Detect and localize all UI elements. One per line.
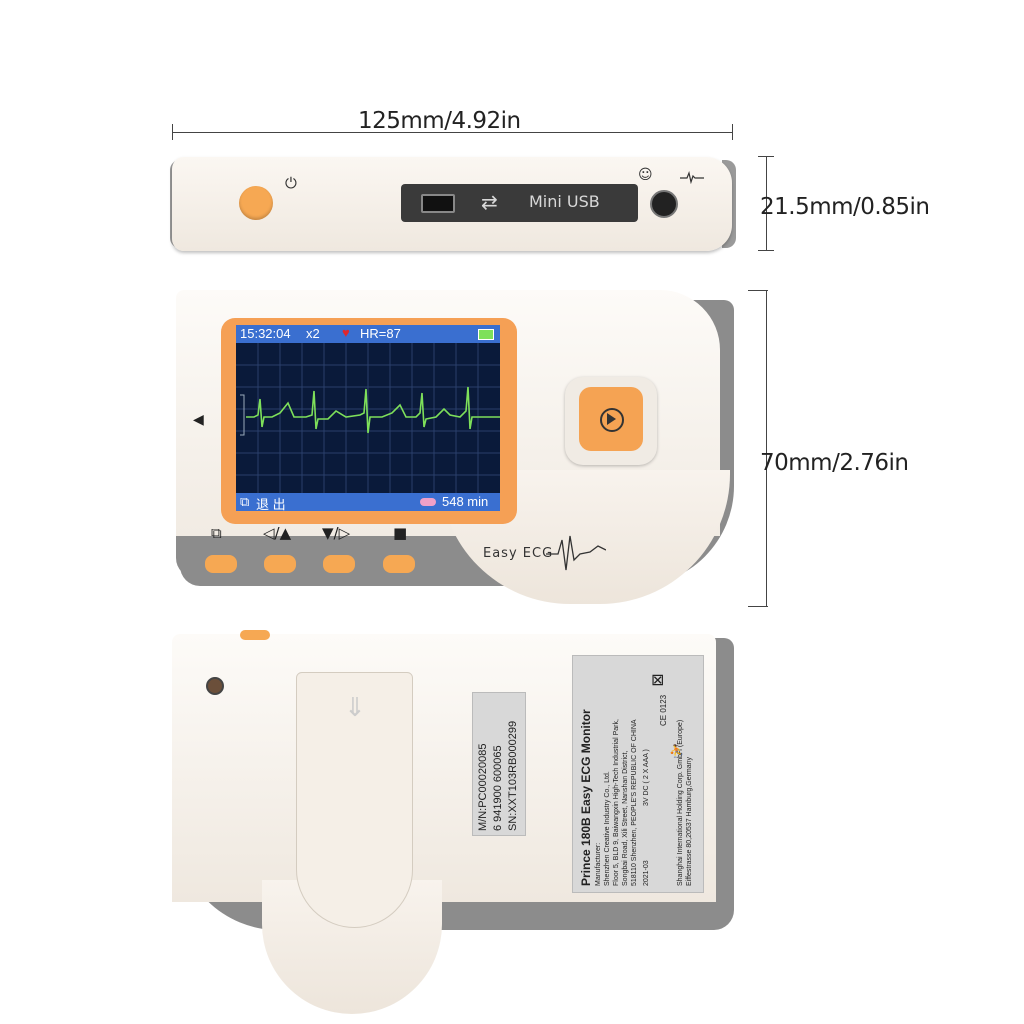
side-pointer-icon: ◀ bbox=[193, 412, 204, 428]
ecg-logo-icon bbox=[546, 535, 606, 571]
eu-rep-line-2: Eiffestrasse 80,20537 Hamburg,Germany bbox=[686, 756, 693, 886]
power-icon: ⏻ bbox=[285, 174, 297, 192]
width-dimension-line bbox=[172, 132, 732, 133]
width-dimension-label: 125mm/4.92in bbox=[358, 108, 521, 134]
screen-heart-rate: HR=87 bbox=[360, 326, 401, 341]
battery-icon bbox=[478, 329, 494, 340]
height-dimension-label: 70mm/2.76in bbox=[760, 450, 909, 476]
model-number: M/N:PC00020085 bbox=[477, 743, 489, 831]
manufacturer-title: Manufacturer: bbox=[595, 842, 602, 886]
power-button[interactable] bbox=[239, 186, 273, 220]
screen-remaining-time: 548 min bbox=[442, 494, 489, 509]
usb-port-panel: ⇄ Mini USB bbox=[401, 184, 638, 222]
lead-cable-jack[interactable] bbox=[650, 190, 678, 218]
battery-cover[interactable]: ⇓ bbox=[296, 672, 413, 928]
key-label-down: ▼/▷ bbox=[322, 524, 351, 542]
power-spec: 3V DC ( 2 X AAA ) bbox=[643, 749, 650, 806]
weee-bin-icon: ⊠ bbox=[651, 670, 665, 689]
up-key[interactable] bbox=[264, 555, 296, 573]
address-line-2: Songbai Road, Xili Street, Nanshan Distr… bbox=[622, 750, 629, 886]
screen-bottom-bar: ⧉ 退 出 548 min bbox=[236, 493, 500, 511]
data-transfer-icon: ⇄ bbox=[481, 190, 498, 214]
spec-label: Prince 180B Easy ECG Monitor Manufacture… bbox=[572, 655, 704, 893]
key-label-menu: ⧉ bbox=[211, 524, 222, 542]
play-icon bbox=[607, 413, 616, 425]
screen-gain: x2 bbox=[306, 326, 320, 341]
screen-top-bar: 15:32:04 x2 ♥ HR=87 bbox=[236, 325, 500, 343]
slide-down-arrow-icon: ⇓ bbox=[344, 693, 366, 723]
key-label-stop: ■ bbox=[393, 524, 408, 542]
screw-icon bbox=[206, 677, 224, 695]
thickness-dimension-line bbox=[766, 156, 767, 250]
key-label-up: ◁/▲ bbox=[263, 524, 292, 542]
serial-number: SN:XXT103RB000299 bbox=[507, 720, 519, 831]
down-key[interactable] bbox=[323, 555, 355, 573]
person-icon: ☺ bbox=[638, 167, 653, 183]
stop-key[interactable] bbox=[383, 555, 415, 573]
barcode-digits: 6 941900 600065 bbox=[492, 745, 504, 831]
play-ring-icon bbox=[600, 408, 624, 432]
screen-time: 15:32:04 bbox=[240, 326, 291, 341]
ce-mark: CE 0123 bbox=[659, 694, 668, 726]
manufacture-date: 2021-03 bbox=[643, 860, 650, 886]
ecg-grid-and-trace bbox=[236, 343, 500, 493]
mini-usb-port[interactable] bbox=[421, 194, 455, 213]
heart-icon: ♥ bbox=[342, 325, 350, 340]
ecg-wave-icon bbox=[680, 170, 704, 184]
address-line-3: 518110 Shenzhen, PEOPLE'S REPUBLIC OF CH… bbox=[631, 719, 638, 886]
play-button[interactable] bbox=[579, 387, 643, 451]
body-floating-icon: ⛹ bbox=[669, 744, 684, 758]
ecg-screen: 15:32:04 x2 ♥ HR=87 ⧉ 退 出 bbox=[236, 325, 500, 511]
address-line-1: Floor 5, BLD 9, Baiwangxin High-Tech Ind… bbox=[613, 719, 620, 886]
exit-icon: ⧉ bbox=[240, 494, 250, 509]
height-dimension-line bbox=[766, 290, 767, 606]
brand-label: Easy ECG bbox=[483, 546, 554, 561]
serial-number-label: M/N:PC00020085 6 941900 600065 SN:XXT103… bbox=[472, 692, 526, 836]
screen-exit-label: 退 出 bbox=[256, 497, 286, 511]
product-name: Prince 180B Easy ECG Monitor bbox=[579, 709, 593, 886]
thickness-dimension-label: 21.5mm/0.85in bbox=[760, 194, 930, 220]
battery-pill-icon bbox=[420, 498, 436, 506]
menu-key[interactable] bbox=[205, 555, 237, 573]
usb-port-label: Mini USB bbox=[529, 192, 600, 211]
manufacturer-name: Shenzhen Creative Industry Co., Ltd. bbox=[604, 771, 611, 886]
